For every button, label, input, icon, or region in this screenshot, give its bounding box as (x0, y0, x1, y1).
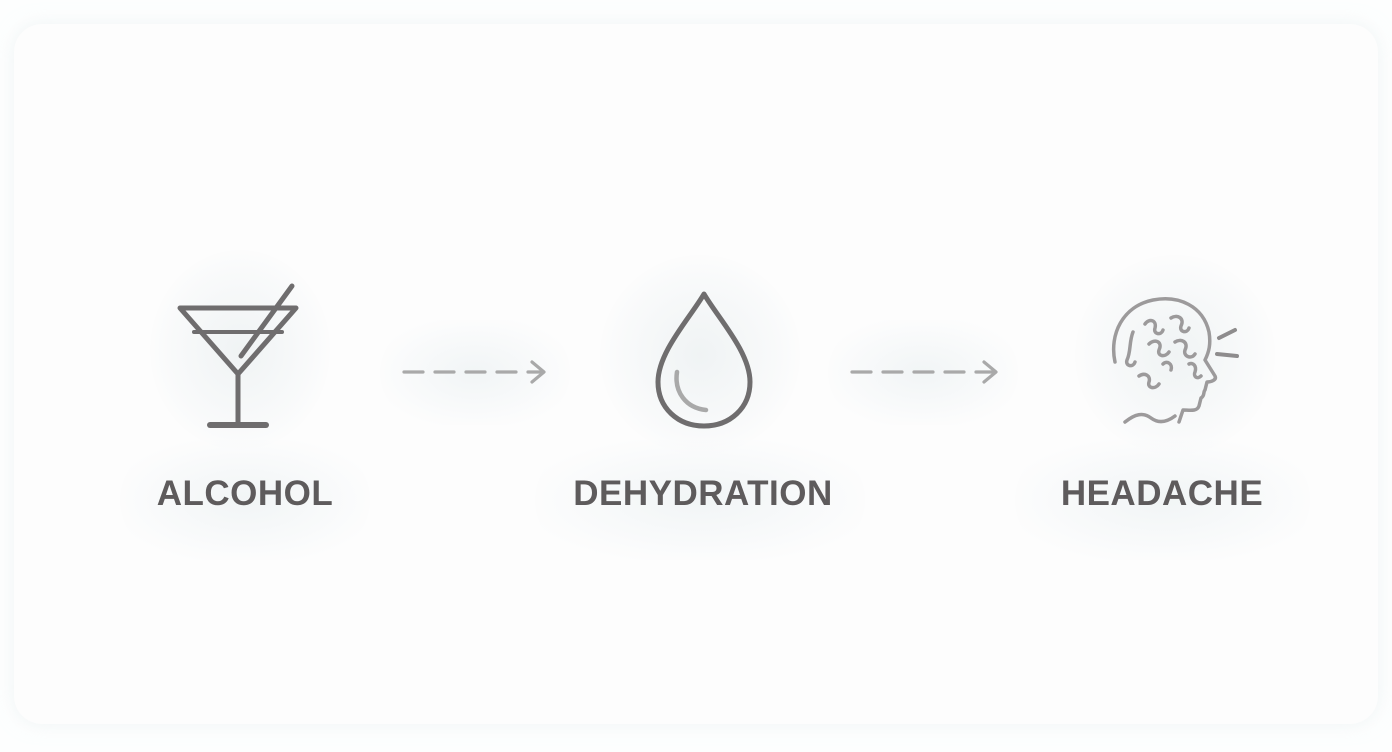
water-drop-icon (655, 291, 753, 429)
icon-halo (1075, 255, 1275, 455)
head-pain-icon (1112, 297, 1239, 424)
label-halo (120, 440, 370, 560)
label-halo (1015, 440, 1310, 560)
step-label-headache: HEADACHE (1060, 474, 1264, 513)
dashed-arrow-right-icon (850, 360, 998, 384)
step-label-alcohol: ALCOHOL (156, 474, 334, 513)
cocktail-glass-icon (177, 283, 299, 428)
label-halo (535, 440, 865, 560)
icon-halo (600, 255, 800, 455)
step-label-dehydration: DEHYDRATION (573, 474, 833, 513)
dashed-arrow-right-icon (402, 360, 546, 384)
